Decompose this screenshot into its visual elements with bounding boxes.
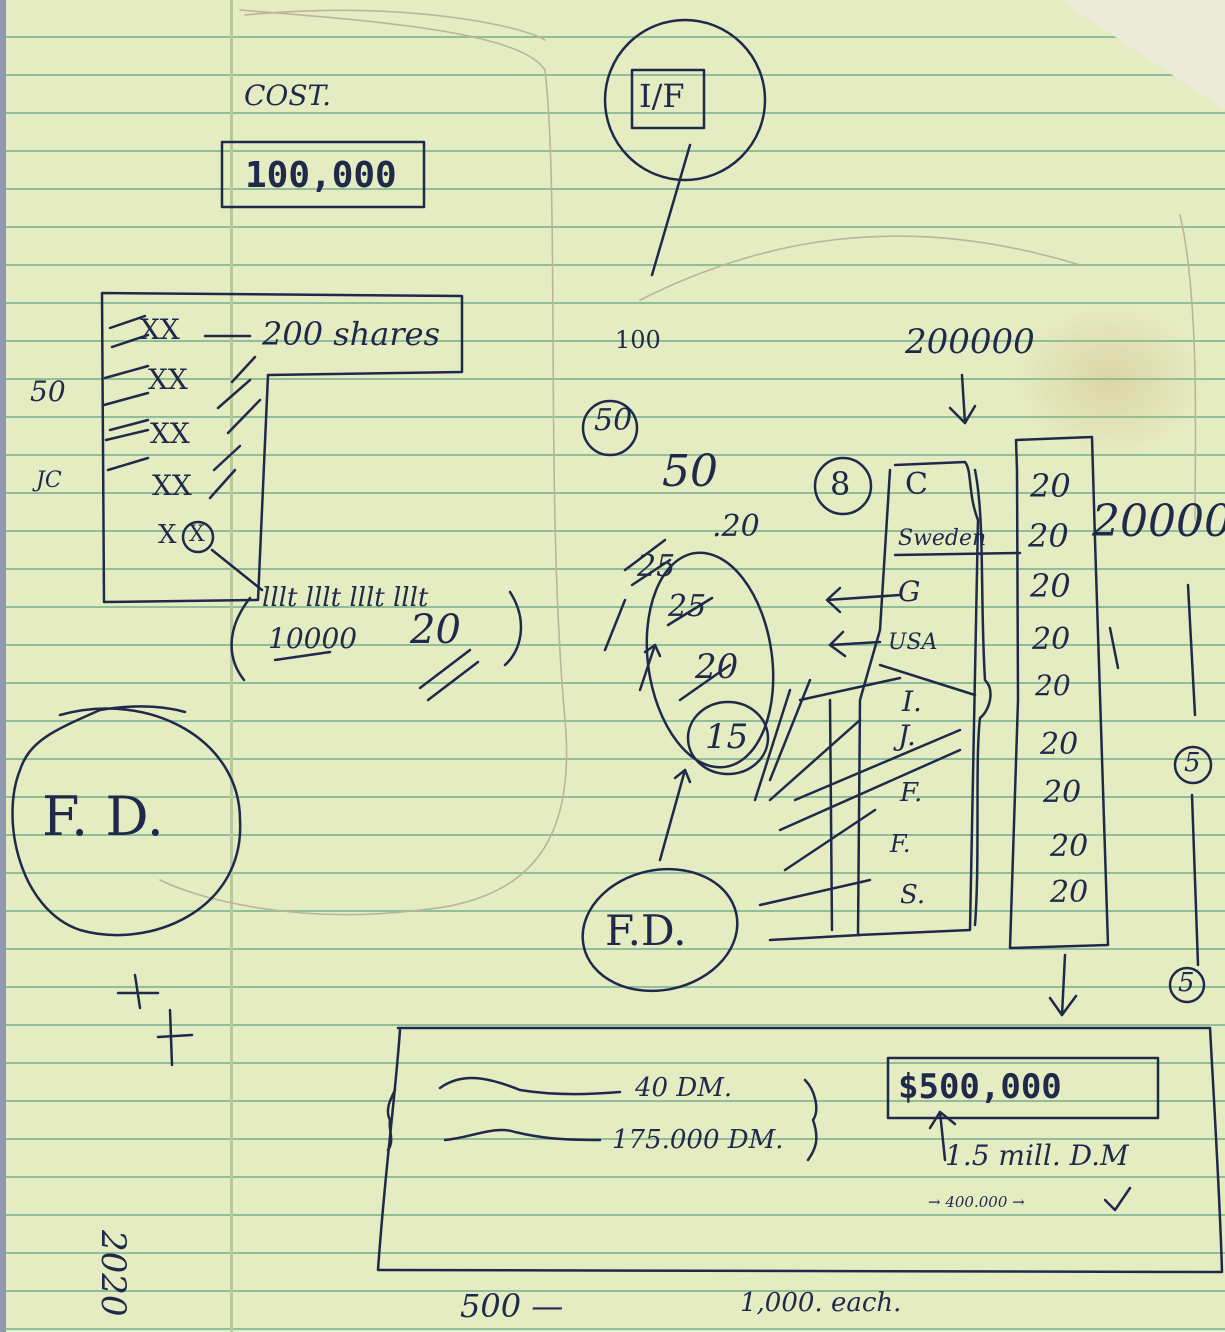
amount-3: 20 (1030, 570, 1071, 602)
country-c: C (905, 470, 928, 500)
tally-value-2: 20 (410, 610, 461, 650)
country-f-1: F. (900, 780, 922, 806)
amount-side: 20000 (1092, 500, 1225, 544)
top-circle (605, 20, 765, 180)
country-sweden: Sweden (898, 528, 986, 550)
left-row-1: XX (140, 316, 180, 344)
country-f-2: F. (890, 832, 911, 856)
side-note-50: 50 (30, 378, 66, 406)
country-i: I. (902, 688, 922, 716)
big-amount: $500,000 (898, 1070, 1062, 1104)
country-usa: USA (888, 632, 938, 654)
countries-header: 200000 (905, 325, 1035, 359)
value-50: 50 (662, 450, 718, 494)
left-row-5: X (158, 522, 177, 548)
amount-9: 20 (1050, 878, 1088, 908)
amount-2: 20 (1028, 520, 1069, 552)
oval-value-15: 15 (705, 720, 748, 754)
country-g: G (898, 578, 920, 606)
slash-value: .20 (712, 512, 760, 542)
cost-value: 100,000 (245, 158, 397, 194)
circled-8-label: 8 (830, 468, 850, 500)
shares-label: 200 shares (262, 318, 440, 350)
bottom-line-2: 175.000 DM. (612, 1127, 784, 1153)
circled-5-top-label: 5 (1184, 750, 1201, 776)
center-top-value: 100 (615, 328, 661, 352)
arrow-amount: → 400.000 → (928, 1195, 1025, 1210)
oval-value-20: 20 (695, 650, 738, 684)
fd-bottom-label: F.D. (605, 910, 686, 952)
left-row-3: XX (150, 420, 190, 448)
fd-left-label: F. D. (42, 790, 164, 844)
amount-1: 20 (1030, 470, 1071, 502)
amount-4: 20 (1032, 625, 1070, 655)
left-row-2: XX (148, 366, 188, 394)
bottom-line-1: 40 DM. (635, 1075, 732, 1101)
oval-value-25: 25 (668, 592, 706, 622)
footer-note-right: 1,000. each. (740, 1290, 901, 1316)
amount-6: 20 (1040, 730, 1078, 760)
amount-5: 20 (1035, 672, 1071, 700)
circled-50-label: 50 (594, 406, 632, 436)
country-s: S. (900, 882, 925, 908)
amount-8: 20 (1050, 832, 1088, 862)
rotated-note: 2020 (96, 1230, 130, 1317)
side-note-jc: JC (36, 470, 62, 492)
sub-amount: 1.5 mill. D.M (945, 1142, 1129, 1170)
left-row-4: XX (152, 472, 192, 500)
circled-mark: X (189, 524, 205, 546)
pencil-right (1180, 215, 1196, 520)
pencil-arc (640, 236, 1080, 300)
amount-7: 20 (1043, 778, 1081, 808)
country-j: J. (898, 722, 916, 750)
left-25: 25 (637, 552, 675, 582)
circled-5-bottom-label: 5 (1178, 970, 1195, 996)
footer-note-left: 500 — (460, 1290, 563, 1322)
top-circle-label: I/F (639, 80, 685, 112)
tally-marks: lllt lllt lllt lllt (262, 585, 428, 611)
tally-value-1: 10000 (268, 625, 357, 653)
cost-label: COST. (244, 82, 331, 110)
